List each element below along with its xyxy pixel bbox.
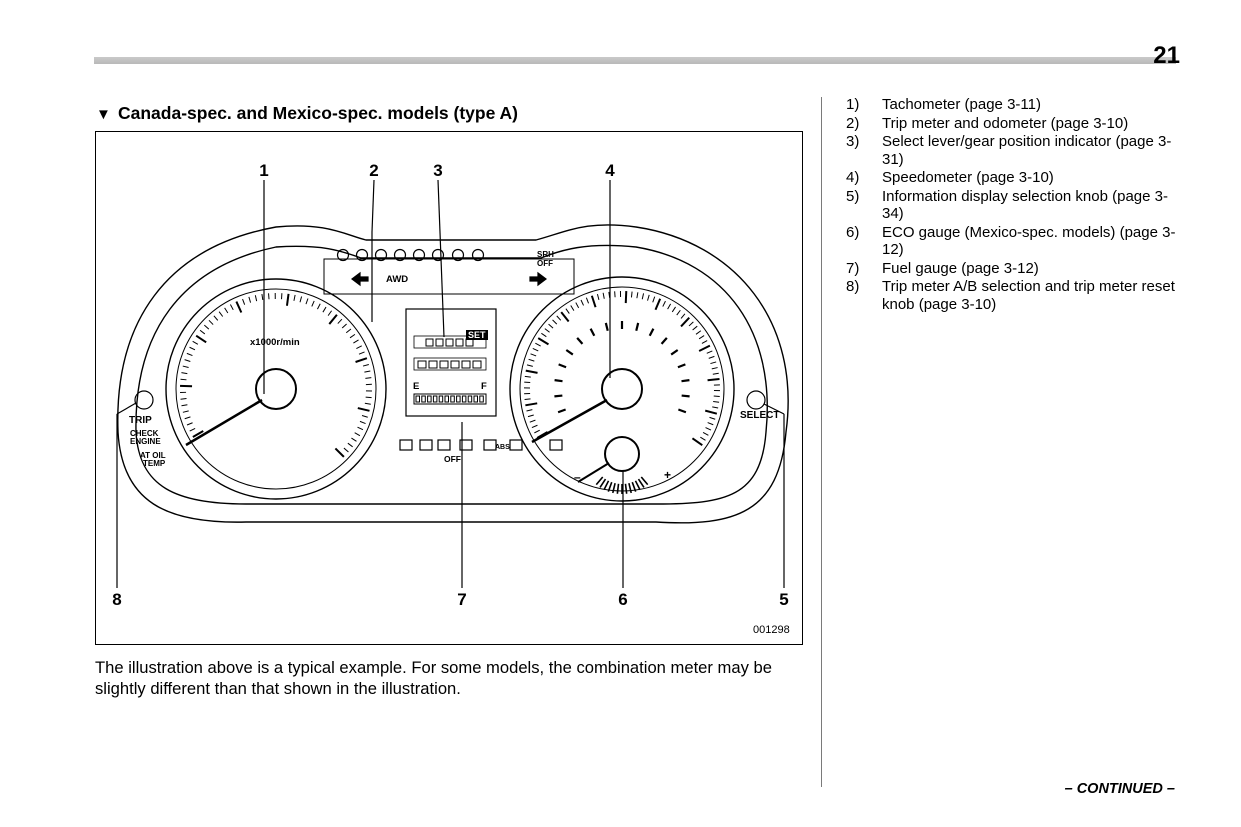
legend-item: 7)Fuel gauge (page 3-12) [846,259,1039,277]
callout-2: 2 [369,161,379,180]
callout-legend: 1)Tachometer (page 3-11) 2)Trip meter an… [846,96,1178,314]
tachometer-scale [180,292,372,458]
eco-minus-label: – [574,470,581,484]
callout-5: 5 [779,590,789,609]
figure-caption: The illustration above is a typical exam… [95,658,772,698]
check-engine-label-1: CHECK [130,429,159,438]
figure-id: 001298 [753,624,790,636]
legend-item: 5)Information display selection knob (pa… [846,187,1168,223]
section-heading: ▼ Canada-spec. and Mexico-spec. models (t… [96,103,518,124]
callout-8: 8 [112,590,122,609]
tachometer-face [175,288,377,490]
header-rule [94,57,1176,64]
fuel-empty-label: E [413,381,420,392]
continued-label: – CONTINUED – [1064,781,1175,797]
callout-6: 6 [618,590,628,609]
eco-gauge-hub [604,436,640,472]
eco-gauge-scale [595,476,649,494]
set-label: SET [466,330,488,340]
legend-item: 8)Trip meter A/B selection and trip mete… [846,278,1175,313]
legend-item: 1)Tachometer (page 3-11) [846,96,1041,113]
check-engine-label-2: ENGINE [130,437,161,446]
speedometer-hub [601,368,643,410]
callout-4: 4 [605,161,615,180]
speedometer-needle [531,398,608,444]
callout-7: 7 [457,590,467,609]
off-label: OFF [444,454,461,464]
speedometer-scale [524,291,720,447]
tachometer-hub [255,368,297,410]
section-title: Canada-spec. and Mexico-spec. models (ty… [118,103,519,123]
trip-knob [134,390,154,410]
tachometer-needle [185,398,263,447]
at-oil-temp-label-2: TEMP [143,459,166,468]
srh-label: SRH [537,250,554,259]
triangle-marker-icon: ▼ [96,106,111,123]
instrument-cluster-drawing [116,179,789,588]
legend-item: 2)Trip meter and odometer (page 3-10) [846,114,1129,132]
column-divider [821,97,822,787]
speedometer-face [519,286,725,492]
center-lcd-display [405,308,497,417]
cluster-housing [117,224,789,524]
warning-lamps [336,248,563,451]
tach-unit-label: x1000r/min [250,337,300,348]
page-number: 21 [1153,42,1180,69]
trip-label: TRIP [129,415,152,426]
eco-plus-label: + [664,468,672,482]
cluster-inner-rim [135,244,768,505]
eco-gauge-needle [577,462,610,483]
callout-3: 3 [433,161,443,180]
select-knob [746,390,766,410]
legend-item: 4)Speedometer (page 3-10) [846,169,1054,186]
select-label: SELECT [740,410,780,421]
warning-strip-panel [323,258,575,295]
abs-label: ABS [495,444,510,451]
at-oil-temp-label-1: AT OIL [140,451,166,460]
legend-item: 6)ECO gauge (Mexico-spec. models) (page … [846,223,1176,259]
instrument-cluster-figure: 1 2 3 4 5 6 7 8 x1000r/min AWD SRH OFF S… [95,131,803,645]
awd-label: AWD [386,274,409,285]
speedometer-bezel [509,276,735,502]
fuel-bar-segments [415,338,484,403]
callout-leader-lines [116,179,785,588]
fuel-bar-outline [413,393,487,405]
srh-off-label: OFF [537,259,553,268]
legend-item: 3)Select lever/gear position indicator (… [846,133,1172,168]
tachometer-bezel [165,278,387,500]
fuel-full-label: F [481,381,487,392]
callout-1: 1 [259,161,269,180]
